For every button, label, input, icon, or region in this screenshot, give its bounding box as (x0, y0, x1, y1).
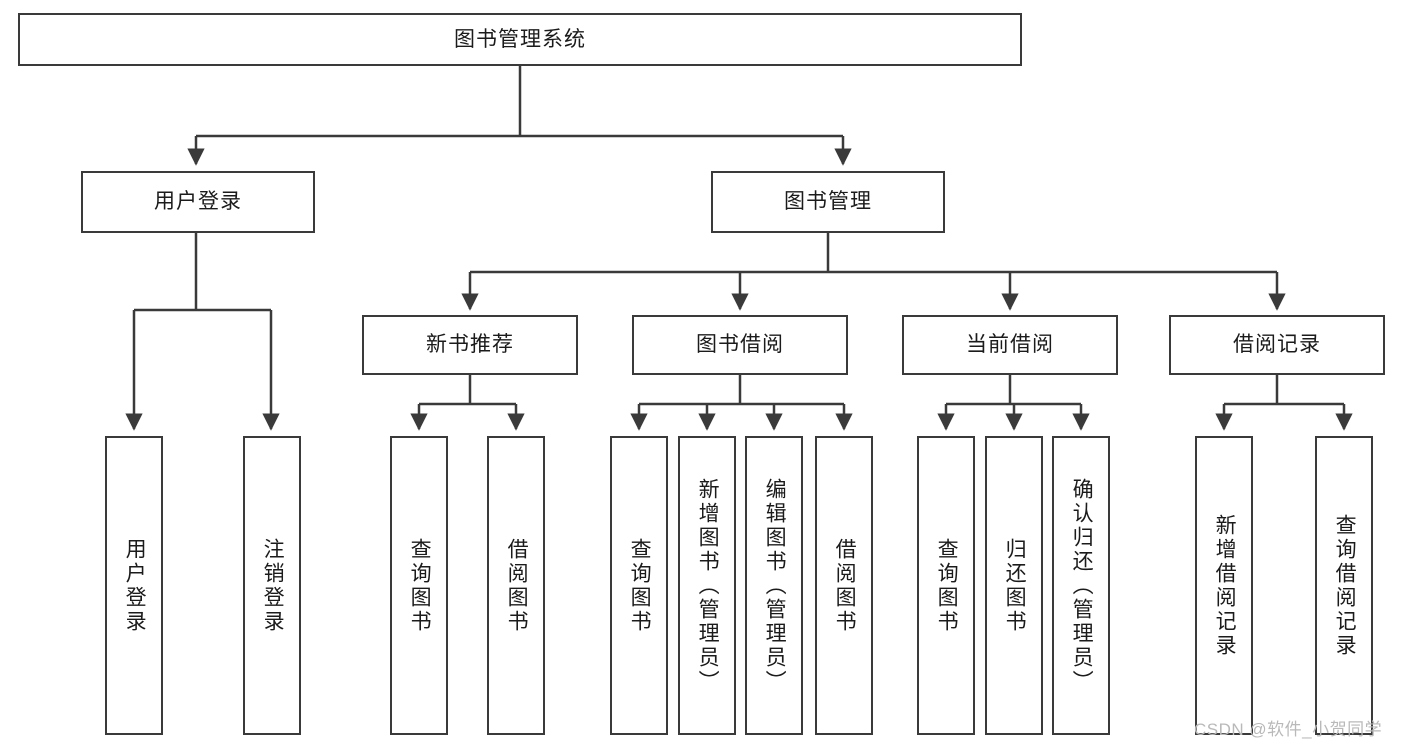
node-book-management-system[interactable]: 图书管理系统 (18, 13, 1022, 66)
node-label: 图书借阅 (696, 333, 784, 357)
node-label: 借阅图书 (833, 537, 857, 634)
node-new-book-recommend[interactable]: 新书推荐 (362, 315, 578, 375)
watermark-text: CSDN @软件_小贺同学 (1194, 720, 1383, 739)
node-label: 用户登录 (154, 190, 242, 214)
node-label: 当前借阅 (966, 333, 1054, 357)
node-leaf-borrow-book-1[interactable]: 借阅图书 (487, 436, 545, 735)
node-leaf-query-book-2[interactable]: 查询图书 (610, 436, 668, 735)
node-label: 查询借阅记录 (1333, 513, 1357, 658)
node-leaf-user-login[interactable]: 用户登录 (105, 436, 163, 735)
node-leaf-edit-book[interactable]: 编辑图书（管理员） (745, 436, 803, 735)
node-borrow-record[interactable]: 借阅记录 (1169, 315, 1385, 375)
node-label: 查询图书 (408, 537, 432, 634)
node-label: 新书推荐 (426, 333, 514, 357)
node-label: 归还图书 (1003, 537, 1027, 634)
node-leaf-return-book[interactable]: 归还图书 (985, 436, 1043, 735)
node-label: 确认归还（管理员） (1070, 477, 1094, 694)
node-leaf-add-record[interactable]: 新增借阅记录 (1195, 436, 1253, 735)
node-leaf-query-record[interactable]: 查询借阅记录 (1315, 436, 1373, 735)
node-current-borrow[interactable]: 当前借阅 (902, 315, 1118, 375)
node-leaf-add-book[interactable]: 新增图书（管理员） (678, 436, 736, 735)
node-label: 用户登录 (123, 537, 147, 634)
node-leaf-borrow-book-2[interactable]: 借阅图书 (815, 436, 873, 735)
node-label: 查询图书 (628, 537, 652, 634)
node-leaf-logout[interactable]: 注销登录 (243, 436, 301, 735)
node-label: 注销登录 (261, 537, 285, 634)
node-book-borrow[interactable]: 图书借阅 (632, 315, 848, 375)
node-leaf-query-book-1[interactable]: 查询图书 (390, 436, 448, 735)
node-label: 编辑图书（管理员） (763, 477, 787, 694)
node-leaf-query-book-3[interactable]: 查询图书 (917, 436, 975, 735)
node-label: 新增图书（管理员） (696, 477, 720, 694)
node-user-login[interactable]: 用户登录 (81, 171, 315, 233)
node-label: 图书管理系统 (454, 27, 586, 51)
node-label: 图书管理 (784, 190, 872, 214)
node-label: 借阅记录 (1233, 333, 1321, 357)
node-label: 查询图书 (935, 537, 959, 634)
node-label: 借阅图书 (505, 537, 529, 634)
node-label: 新增借阅记录 (1213, 513, 1237, 658)
node-book-management[interactable]: 图书管理 (711, 171, 945, 233)
node-leaf-confirm-return[interactable]: 确认归还（管理员） (1052, 436, 1110, 735)
